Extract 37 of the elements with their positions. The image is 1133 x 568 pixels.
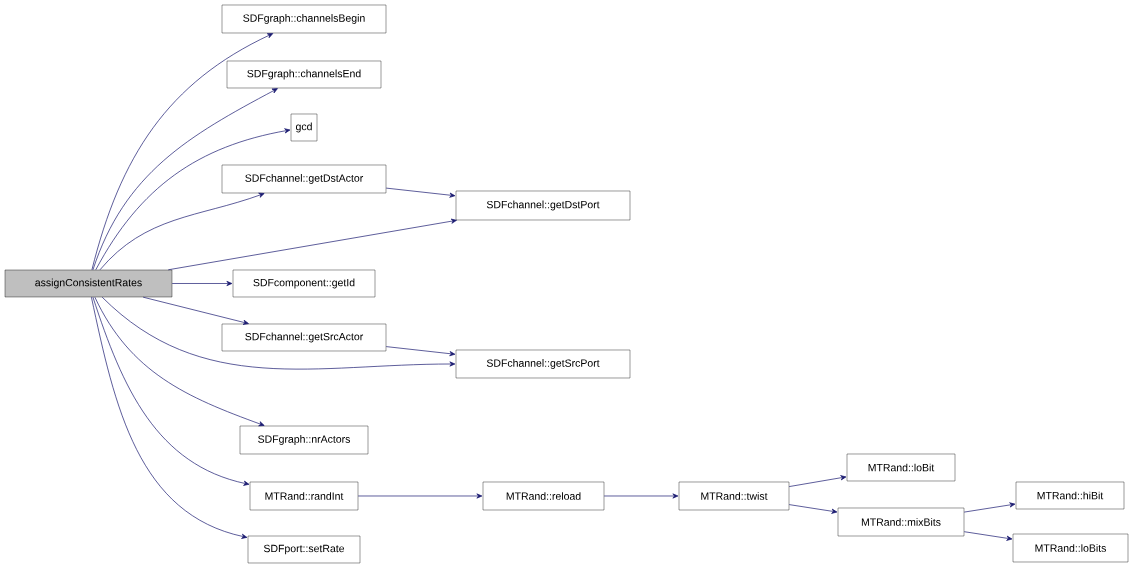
function-box: MTRand::loBit — [846, 453, 956, 482]
function-box: SDFport::setRate — [247, 535, 361, 564]
arrow — [92, 296, 250, 486]
arrow — [357, 493, 483, 499]
function-box: MTRand::loBits — [1012, 533, 1129, 563]
arrow — [603, 493, 679, 499]
function-box: SDFchannel::getSrcActor — [221, 323, 387, 352]
arrow — [91, 33, 274, 271]
function-box: MTRand::twist — [678, 481, 790, 511]
function-box: MTRand::reload — [482, 481, 605, 511]
function-box: SDFgraph::channelsEnd — [226, 60, 382, 89]
arrow — [167, 218, 457, 271]
arrow — [963, 502, 1016, 513]
arrow — [788, 475, 847, 487]
arrow — [99, 192, 265, 271]
arrow — [95, 128, 291, 271]
function-box: SDFgraph::nrActors — [239, 425, 369, 455]
arrow — [171, 280, 233, 287]
function-box: SDFchannel::getSrcPort — [455, 349, 631, 379]
function-box: gcd — [290, 113, 318, 142]
arrow — [788, 504, 838, 514]
function-box: MTRand::randInt — [249, 481, 359, 511]
function-box: assignConsistentRates — [4, 269, 173, 298]
function-box: SDFchannel::getDstPort — [455, 190, 631, 221]
function-box: SDFgraph::channelsBegin — [221, 4, 387, 34]
arrow — [385, 346, 456, 357]
arrow — [101, 296, 456, 370]
function-box: MTRand::mixBits — [837, 507, 965, 537]
arrow — [963, 531, 1013, 541]
function-box: SDFchannel::getDstActor — [221, 164, 387, 194]
arrow — [94, 296, 265, 427]
function-box: MTRand::hiBit — [1015, 481, 1125, 510]
arrow — [142, 296, 249, 325]
arrow — [91, 296, 248, 539]
arrow — [385, 187, 456, 198]
arrow — [92, 88, 278, 271]
function-box: SDFcomponent::getId — [232, 269, 376, 298]
